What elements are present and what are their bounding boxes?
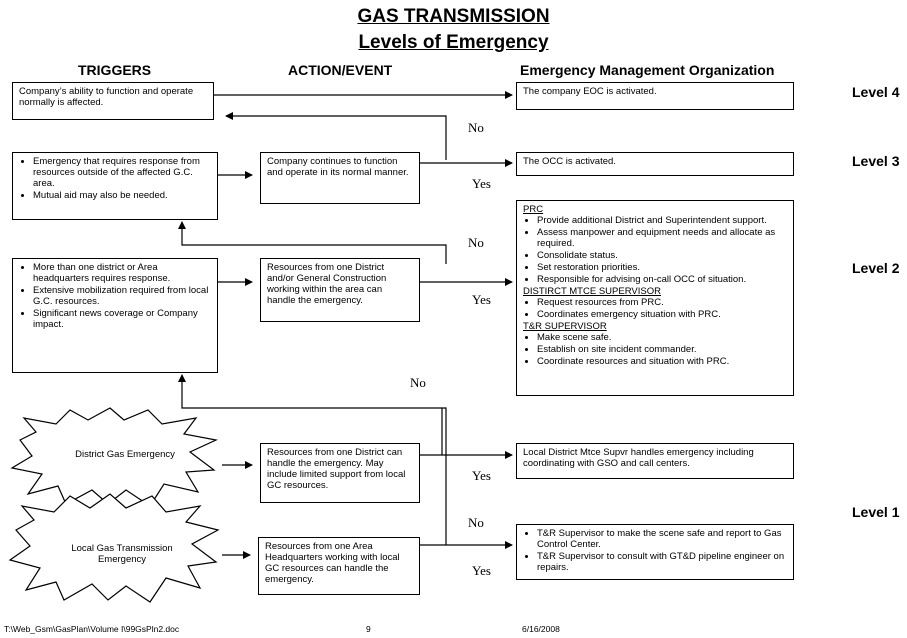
label-no: No: [410, 375, 426, 390]
trigger-l3-item: Mutual aid may also be needed.: [33, 190, 211, 201]
action-level-1b-text: Resources from one Area Headquarters wor…: [265, 541, 400, 585]
label-yes: Yes: [472, 176, 491, 191]
emo-dist-item: Coordinates emergency situation with PRC…: [537, 309, 787, 320]
label-yes: Yes: [472, 563, 491, 578]
emo-tr-item: Establish on site incident commander.: [537, 344, 787, 355]
action-level-3: Company continues to function and operat…: [260, 152, 420, 204]
trigger-l2-item: More than one district or Area headquart…: [33, 262, 211, 284]
emo-level-1a: Local District Mtce Supvr handles emerge…: [516, 443, 794, 479]
subtitle: Levels of Emergency: [358, 32, 549, 53]
footer-page: 9: [366, 624, 371, 634]
trigger-l2-item: Significant news coverage or Company imp…: [33, 308, 211, 330]
action-level-1a: Resources from one District can handle t…: [260, 443, 420, 503]
emo-prc-item: Responsible for advising on-call OCC of …: [537, 274, 787, 285]
emo-prc-title: PRC: [523, 204, 544, 215]
trigger-l3-item: Emergency that requires response from re…: [33, 156, 211, 189]
star-local-label: Local Gas Transmission Emergency: [71, 543, 173, 565]
emo-prc-item: Assess manpower and equipment needs and …: [537, 227, 787, 249]
emo-tr-item: Coordinate resources and situation with …: [537, 356, 787, 367]
emo-l1b-item: T&R Supervisor to consult with GT&D pipe…: [537, 551, 787, 573]
level-1: Level 1: [852, 504, 900, 520]
star-district-label: District Gas Emergency: [75, 449, 175, 460]
action-level-3-text: Company continues to function and operat…: [267, 156, 409, 178]
action-level-1a-text: Resources from one District can handle t…: [267, 447, 406, 491]
level-4: Level 4: [852, 84, 900, 100]
emo-tr-title: T&R SUPERVISOR: [523, 321, 607, 332]
trigger-level-3: Emergency that requires response from re…: [12, 152, 218, 220]
arrow-no-to-t2: [178, 374, 447, 545]
emo-level-1a-text: Local District Mtce Supvr handles emerge…: [523, 447, 754, 469]
footer-path: T:\Web_Gsm\GasPlan\Volume I\99GsPln2.doc: [4, 624, 180, 634]
label-yes: Yes: [472, 292, 491, 307]
trigger-l2-item: Extensive mobilization required from loc…: [33, 285, 211, 307]
action-level-2-text: Resources from one District and/or Gener…: [267, 262, 387, 306]
emo-level-1b: T&R Supervisor to make the scene safe an…: [516, 524, 794, 580]
arrow-no-to-t3: [178, 221, 447, 264]
trigger-level-4: Company’s ability to function and operat…: [12, 82, 214, 120]
emo-level-3: The OCC is activated.: [516, 152, 794, 176]
action-level-1b: Resources from one Area Headquarters wor…: [258, 537, 420, 595]
title: GAS TRANSMISSION: [357, 6, 550, 27]
header-action: ACTION/EVENT: [288, 62, 393, 78]
trigger-level-2: More than one district or Area headquart…: [12, 258, 218, 373]
label-no: No: [468, 515, 484, 530]
emo-tr-item: Make scene safe.: [537, 332, 787, 343]
trigger-level-4-text: Company’s ability to function and operat…: [19, 86, 194, 108]
arrow-no-to-t4: [225, 112, 447, 160]
emo-level-2: PRC Provide additional District and Supe…: [516, 200, 794, 396]
emo-dist-item: Request resources from PRC.: [537, 297, 787, 308]
star-local: [8, 493, 220, 603]
level-3: Level 3: [852, 153, 900, 169]
emo-dist-title: DISTIRCT MTCE SUPERVISOR: [523, 286, 661, 297]
footer-date: 6/16/2008: [522, 624, 560, 634]
header-emo: Emergency Management Organization: [520, 62, 775, 78]
emo-level-4: The company EOC is activated.: [516, 82, 794, 110]
emo-level-4-text: The company EOC is activated.: [523, 86, 657, 97]
label-no: No: [468, 235, 484, 250]
emo-prc-item: Provide additional District and Superint…: [537, 215, 787, 226]
label-yes: Yes: [472, 468, 491, 483]
action-level-2: Resources from one District and/or Gener…: [260, 258, 420, 322]
emo-prc-item: Consolidate status.: [537, 250, 787, 261]
star-district: [10, 407, 218, 507]
level-2: Level 2: [852, 260, 900, 276]
emo-level-3-text: The OCC is activated.: [523, 156, 616, 167]
label-no: No: [468, 120, 484, 135]
emo-prc-item: Set restoration priorities.: [537, 262, 787, 273]
header-triggers: TRIGGERS: [78, 62, 152, 78]
emo-l1b-item: T&R Supervisor to make the scene safe an…: [537, 528, 787, 550]
